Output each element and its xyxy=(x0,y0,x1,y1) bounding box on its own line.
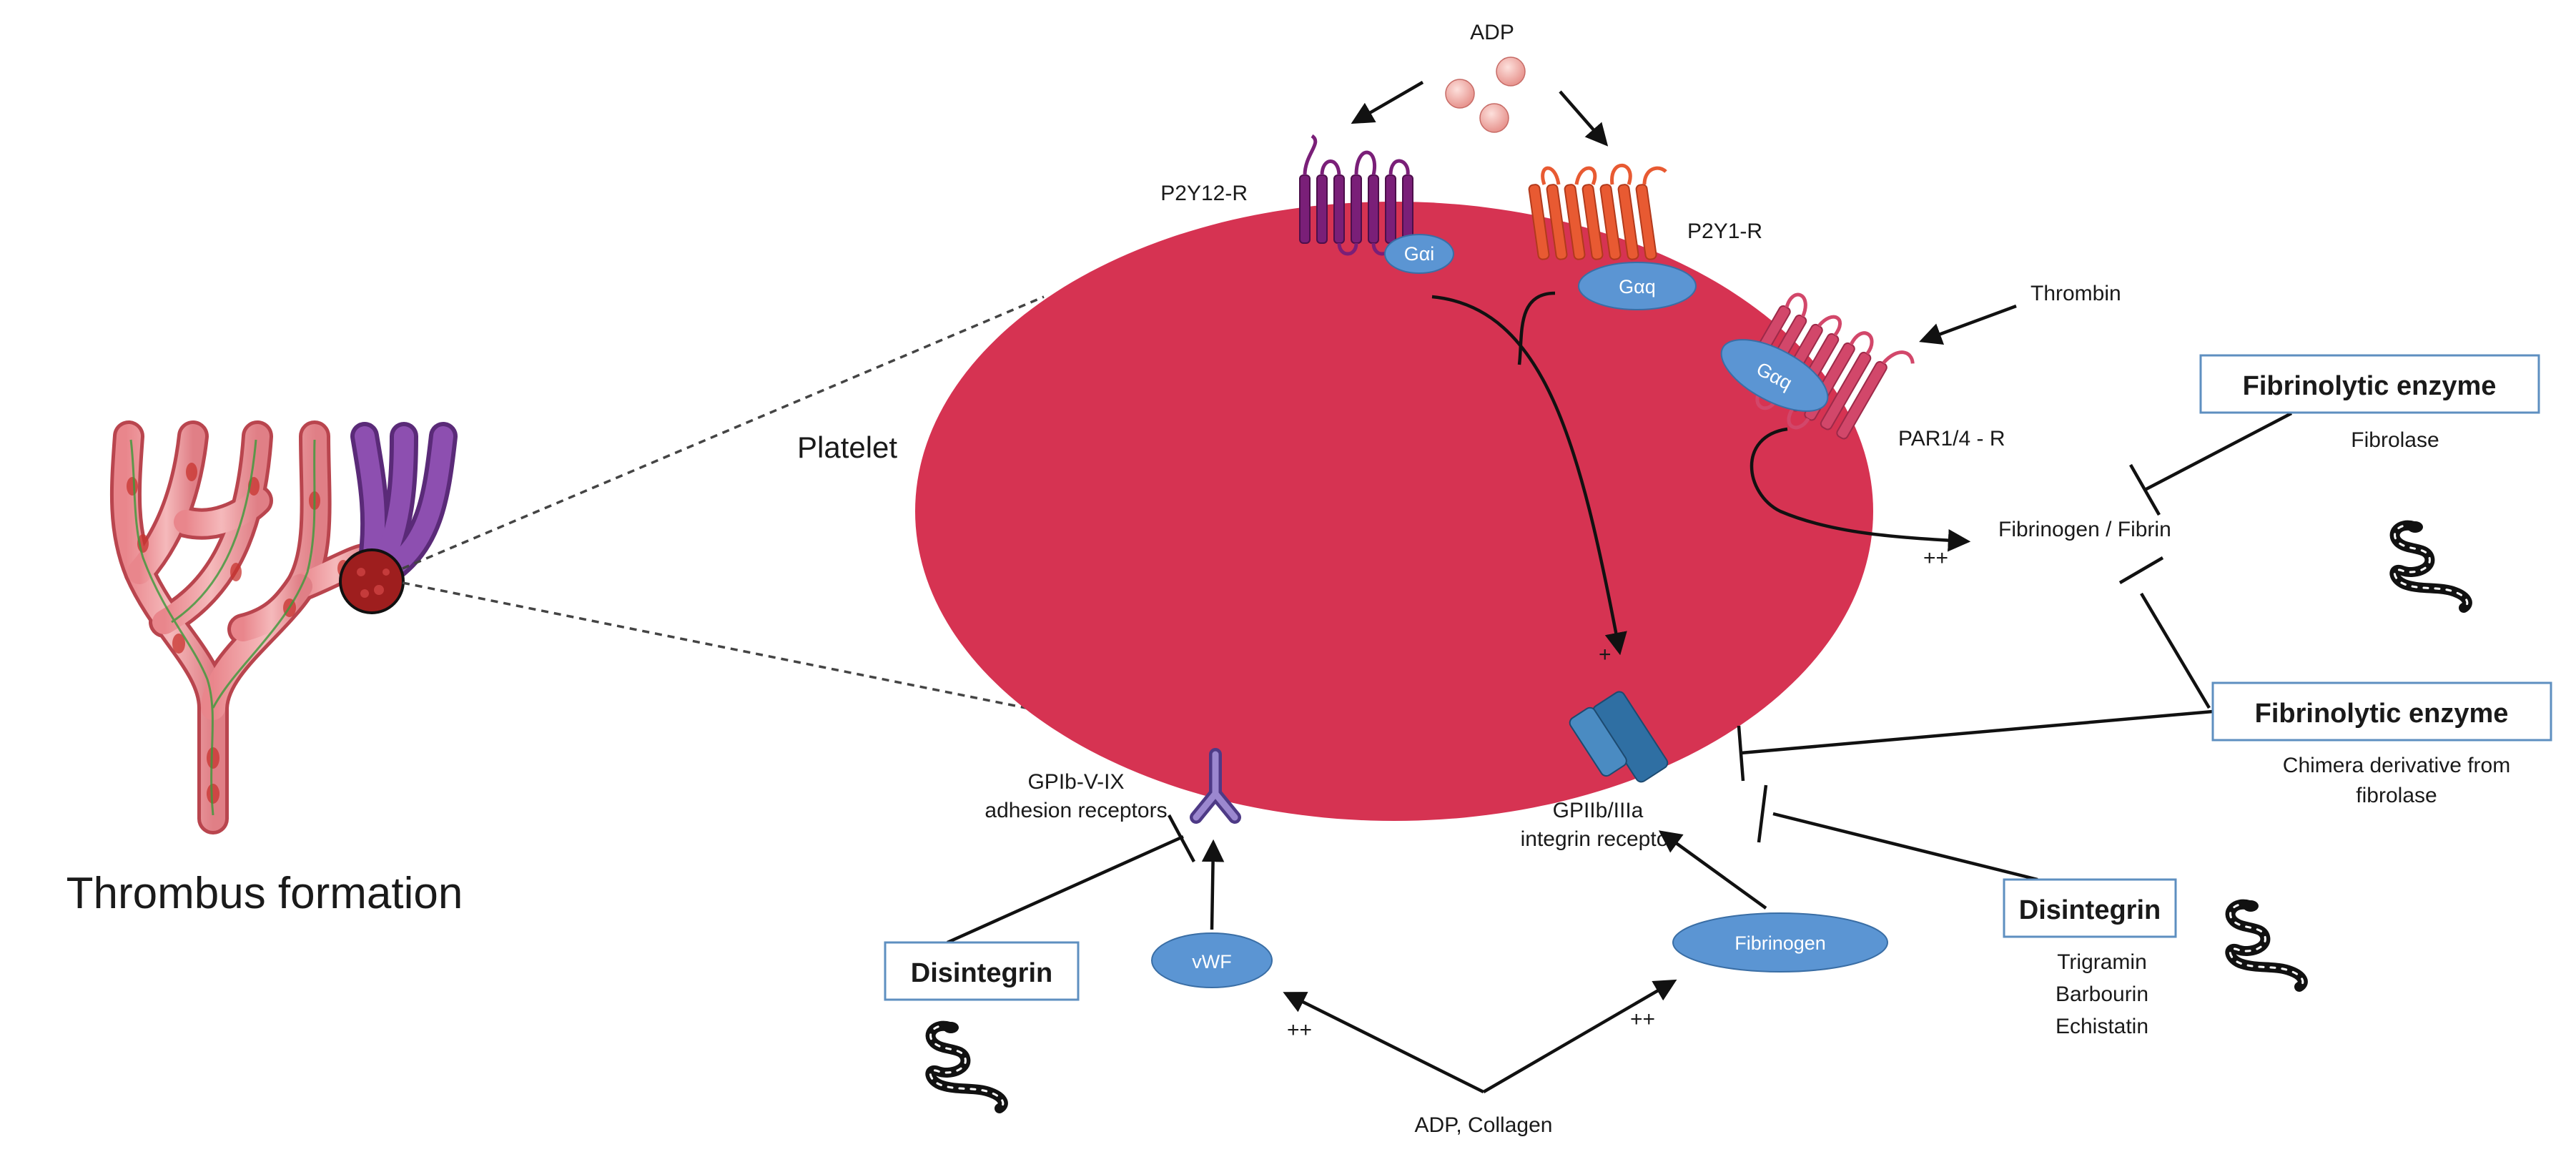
gpiib-label-line1: GPIIb/IIIa xyxy=(1553,799,1644,822)
disintegrin-box-right: Disintegrin xyxy=(2003,878,2177,938)
fibrinolytic-box-1: Fibrinolytic enzyme xyxy=(2199,354,2540,414)
thrombin-label: Thrombin xyxy=(2030,282,2121,305)
vwf-label: vWF xyxy=(1192,951,1231,972)
g-alpha-q-protein-2 xyxy=(1720,339,1829,412)
vwf-protein xyxy=(1151,932,1273,988)
gpib-label-line2: adhesion receptors xyxy=(984,799,1167,822)
p2y1-receptor xyxy=(1528,163,1667,260)
fibrolase-label: Fibrolase xyxy=(2351,428,2439,452)
adp-label: ADP xyxy=(1470,21,1514,44)
disintegrin-item-3: Echistatin xyxy=(2056,1015,2148,1038)
arrow-signal-to-integrin xyxy=(1431,295,1627,656)
plus-sign-2: + xyxy=(1599,643,1612,666)
plus-sign-4: ++ xyxy=(1630,1008,1655,1031)
fibrinogen-label: Fibrinogen xyxy=(1734,932,1826,954)
arrow-vwf-to-gpib xyxy=(1201,839,1225,930)
p2y1-label: P2Y1-R xyxy=(1687,220,1762,243)
vessel-tree-illustration xyxy=(109,295,1045,834)
fibrinogen-protein xyxy=(1672,912,1888,972)
gpiib-integrin-receptor xyxy=(1569,691,1669,783)
fibrinolytic-title-1: Fibrinolytic enzyme xyxy=(2243,371,2497,401)
arrow-adp-to-p2y12 xyxy=(1351,81,1424,124)
disintegrin-item-1: Trigramin xyxy=(2057,950,2147,974)
par-label: PAR1/4 - R xyxy=(1898,427,2005,450)
snake-icon xyxy=(2394,521,2467,608)
g-alpha-q-protein-1 xyxy=(1578,262,1697,310)
arrow-to-fibrinogen xyxy=(1482,979,1677,1093)
plus-sign-1: ++ xyxy=(1923,546,1948,570)
platelet-label: Platelet xyxy=(797,430,897,464)
g-alpha-i-label: Gαi xyxy=(1404,243,1435,265)
gpiib-label-line2: integrin receptor xyxy=(1521,827,1676,851)
gpib-receptor xyxy=(1190,748,1241,824)
arrow-fibrinogen-to-integrin xyxy=(1658,830,1767,910)
snake-icon xyxy=(2230,900,2303,987)
p2y12-label: P2Y12-R xyxy=(1160,182,1248,205)
plus-sign-3: ++ xyxy=(1287,1018,1312,1042)
inhibition-lines xyxy=(947,412,2293,945)
p2y12-receptor xyxy=(1299,134,1425,262)
fibrinolytic-title-2: Fibrinolytic enzyme xyxy=(2255,699,2509,729)
arrow-adp-to-p2y1 xyxy=(1559,90,1609,147)
disintegrin-title-right: Disintegrin xyxy=(2019,895,2161,925)
p2y1-signal-line xyxy=(1517,291,1556,365)
adp-particle xyxy=(1445,56,1526,133)
arrow-par-to-fibrin xyxy=(1750,427,1971,552)
chimera-label-line2: fibrolase xyxy=(2356,784,2437,807)
fibrinolytic-box-2: Fibrinolytic enzyme xyxy=(2211,681,2552,742)
disintegrin-title-left: Disintegrin xyxy=(911,958,1052,988)
gpib-label-line1: GPIb-V-IX xyxy=(1027,770,1124,794)
adp-collagen-label: ADP, Collagen xyxy=(1415,1113,1553,1137)
arrow-to-vwf xyxy=(1283,992,1485,1094)
g-alpha-q-label-1: Gαq xyxy=(1619,276,1656,297)
fibrin-label: Fibrinogen / Fibrin xyxy=(1998,518,2171,541)
disintegrin-item-2: Barbourin xyxy=(2056,983,2148,1006)
disintegrin-box-left: Disintegrin xyxy=(884,941,1080,1001)
thrombus-formation-title: Thrombus formation xyxy=(66,869,463,918)
platelet-cell xyxy=(915,202,1873,821)
snake-icon xyxy=(930,1022,1003,1108)
chimera-label-line1: Chimera derivative from xyxy=(2283,754,2510,777)
g-alpha-i-protein xyxy=(1384,234,1454,274)
arrow-thrombin xyxy=(1919,304,2017,345)
